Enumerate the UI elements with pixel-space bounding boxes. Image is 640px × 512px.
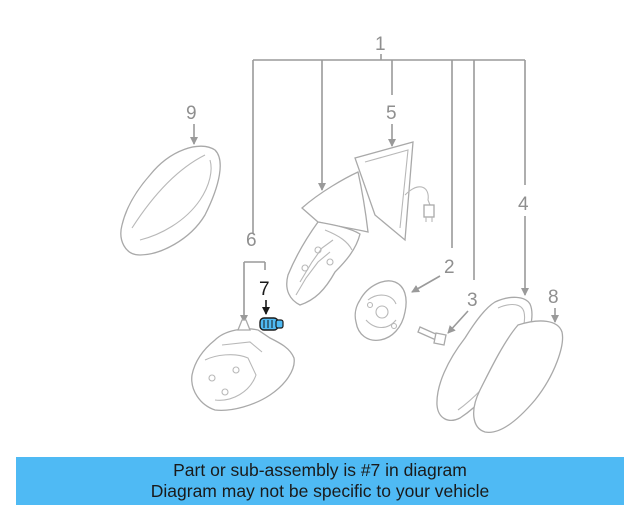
mirror-base-part <box>286 171 369 306</box>
info-banner: Part or sub-assembly is #7 in diagram Di… <box>16 457 624 505</box>
callout-9: 9 <box>186 103 197 124</box>
parts-diagram: 1 9 5 4 6 2 3 8 <box>120 34 564 433</box>
callout-3: 3 <box>467 290 478 311</box>
banner-line-2: Diagram may not be specific to your vehi… <box>150 481 490 501</box>
callout-5-group: 5 <box>386 103 397 147</box>
screw-part <box>417 326 447 346</box>
callout-3-group: 3 <box>447 290 478 334</box>
callout-7-group: 7 <box>259 279 270 315</box>
mirror-housing-part <box>354 141 435 242</box>
callout-6-group: 6 <box>240 230 266 323</box>
mirror-glass-part <box>473 320 564 433</box>
callout-9-group: 9 <box>186 103 198 145</box>
callout-8-group: 8 <box>548 287 559 323</box>
callout-4: 4 <box>518 194 529 215</box>
callout-2-group: 2 <box>411 257 455 293</box>
banner-line-1: Part or sub-assembly is #7 in diagram <box>173 460 467 480</box>
callout-8: 8 <box>548 287 559 308</box>
callout-4-group: 4 <box>518 194 529 296</box>
callout-7: 7 <box>259 279 270 300</box>
lower-housing-part <box>191 319 295 411</box>
callout-5: 5 <box>386 103 397 124</box>
mirror-cover-part <box>120 145 221 256</box>
callout-2: 2 <box>444 257 455 278</box>
motor-actuator-part <box>354 280 407 341</box>
callout-1-group: 1 <box>252 34 526 280</box>
part-7-highlighted <box>259 317 284 331</box>
callout-6: 6 <box>246 230 257 251</box>
callout-1: 1 <box>375 34 386 55</box>
